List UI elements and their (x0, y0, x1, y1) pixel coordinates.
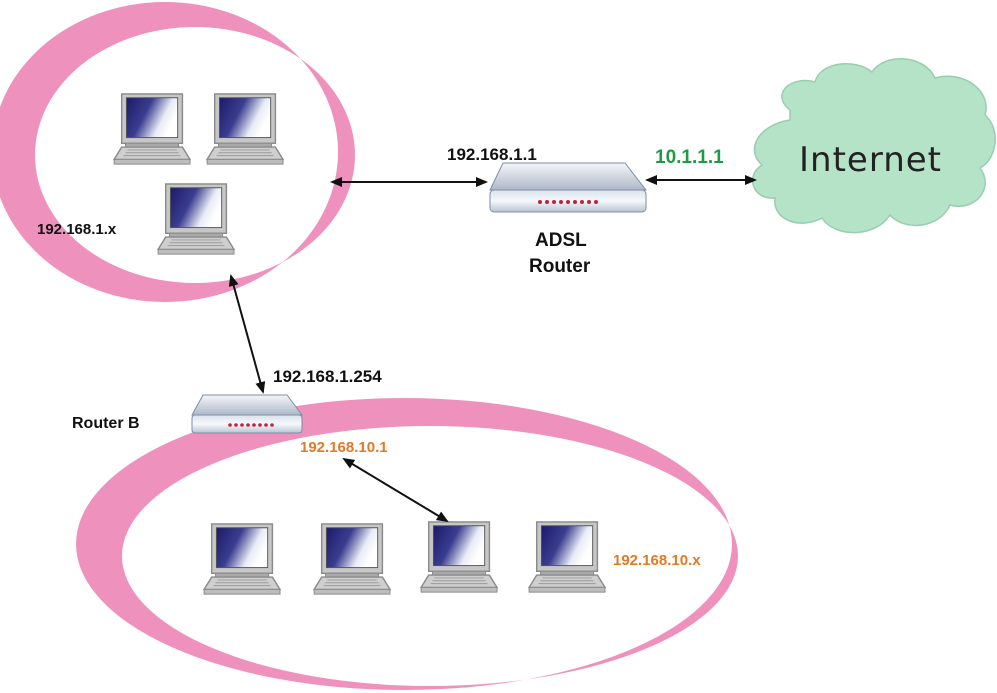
laptop-computer-icon (113, 93, 191, 165)
laptop-computer-icon (203, 523, 281, 595)
laptop-computer-icon (313, 523, 391, 595)
laptop-computer-icon (206, 93, 284, 165)
adsl-router-name-line2: Router (529, 256, 591, 277)
lan-b-ring (76, 398, 738, 690)
router-b-wan-ip-label: 192.168.1.254 (273, 367, 382, 386)
link-arrow (342, 457, 449, 523)
lan-b-subnet-label: 192.168.10.x (613, 552, 701, 569)
adsl-router-icon (489, 162, 648, 213)
laptop-computer-icon (528, 521, 606, 593)
router-b-lan-ip-label: 192.168.10.1 (300, 439, 388, 456)
adsl-router-name-line1: ADSL (535, 230, 587, 251)
lan-a-subnet-label: 192.168.1.x (37, 221, 117, 238)
internet-label: Internet (799, 140, 942, 180)
router-a-lan-ip-label: 192.168.1.1 (447, 145, 537, 164)
link-arrow (228, 274, 266, 394)
router-b-icon (191, 394, 303, 434)
laptop-computer-icon (157, 183, 235, 255)
router-a-wan-ip-label: 10.1.1.1 (655, 147, 724, 168)
laptop-computer-icon (420, 521, 498, 593)
router-b-name-label: Router B (72, 415, 140, 432)
internet-cloud-icon: Internet (751, 58, 996, 234)
